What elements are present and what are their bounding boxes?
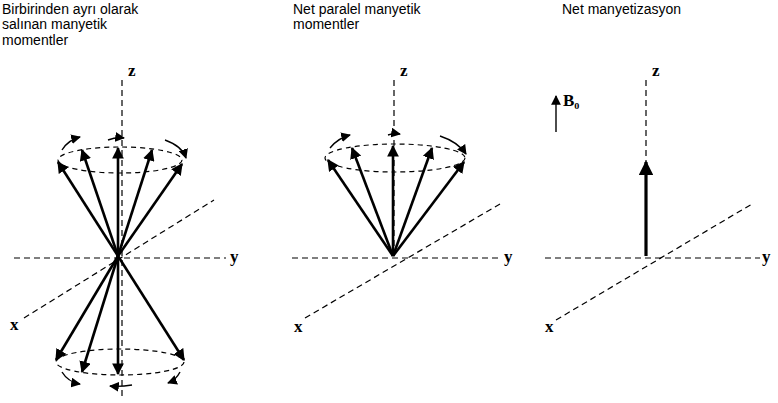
coordinate-axes xyxy=(14,80,760,400)
precession-ellipses xyxy=(56,144,465,375)
magnetic-moment-arrows xyxy=(56,146,646,374)
precession-direction-arrows xyxy=(62,96,556,386)
panel-heading: Net paralel manyetik momentler xyxy=(293,2,453,33)
field-label: B₀ xyxy=(563,92,579,111)
axis-label: x xyxy=(545,318,554,337)
axis-label: z xyxy=(400,62,408,81)
panel-heading: Birbirinden ayrı olarak salınan manyetik… xyxy=(2,2,162,48)
b0-field-arrow xyxy=(555,96,556,132)
axis-label: z xyxy=(128,62,136,81)
axis-label: x xyxy=(294,318,303,337)
axis-label: y xyxy=(762,248,771,267)
axis-label: y xyxy=(230,248,239,267)
axis-label: z xyxy=(652,62,660,81)
axis-label: x xyxy=(10,316,19,335)
panel-heading: Net manyetizasyon xyxy=(562,2,681,17)
axis-label: y xyxy=(504,248,513,267)
